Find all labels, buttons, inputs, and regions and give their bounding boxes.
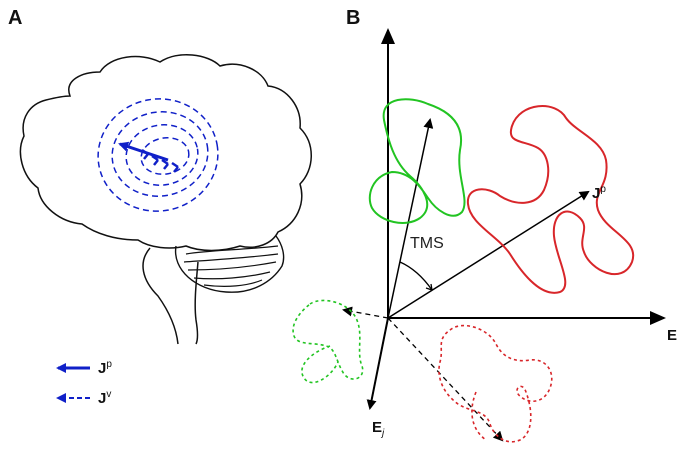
current-loops [97, 98, 219, 212]
lower-axis-label: Ej [372, 419, 385, 439]
red-loop [466, 105, 635, 294]
green-loop [368, 98, 466, 224]
cerebellum [174, 235, 285, 293]
green-dotted-loop [292, 299, 364, 384]
lower-axis [366, 317, 389, 410]
legend-primary-label: Jp [98, 359, 112, 377]
current-chevrons [141, 148, 179, 173]
panel-b-label: B [346, 7, 360, 29]
legend: Jp Jv [56, 359, 112, 407]
jp-vector-label: Jp [592, 184, 606, 202]
jp-vector [387, 190, 590, 319]
cerebellum-folds [183, 245, 279, 287]
brain-outline [19, 54, 312, 252]
angle-arc [399, 261, 433, 291]
red-dotted-loop [438, 324, 553, 443]
horizontal-axis-label: E [667, 327, 677, 344]
projection-arrow-lower [387, 317, 504, 442]
green-vector [387, 118, 434, 319]
panel-a-label: A [8, 7, 22, 29]
angle-label: TMS [410, 235, 444, 252]
brainstem [142, 247, 199, 345]
legend-volume-label: Jv [98, 389, 111, 407]
